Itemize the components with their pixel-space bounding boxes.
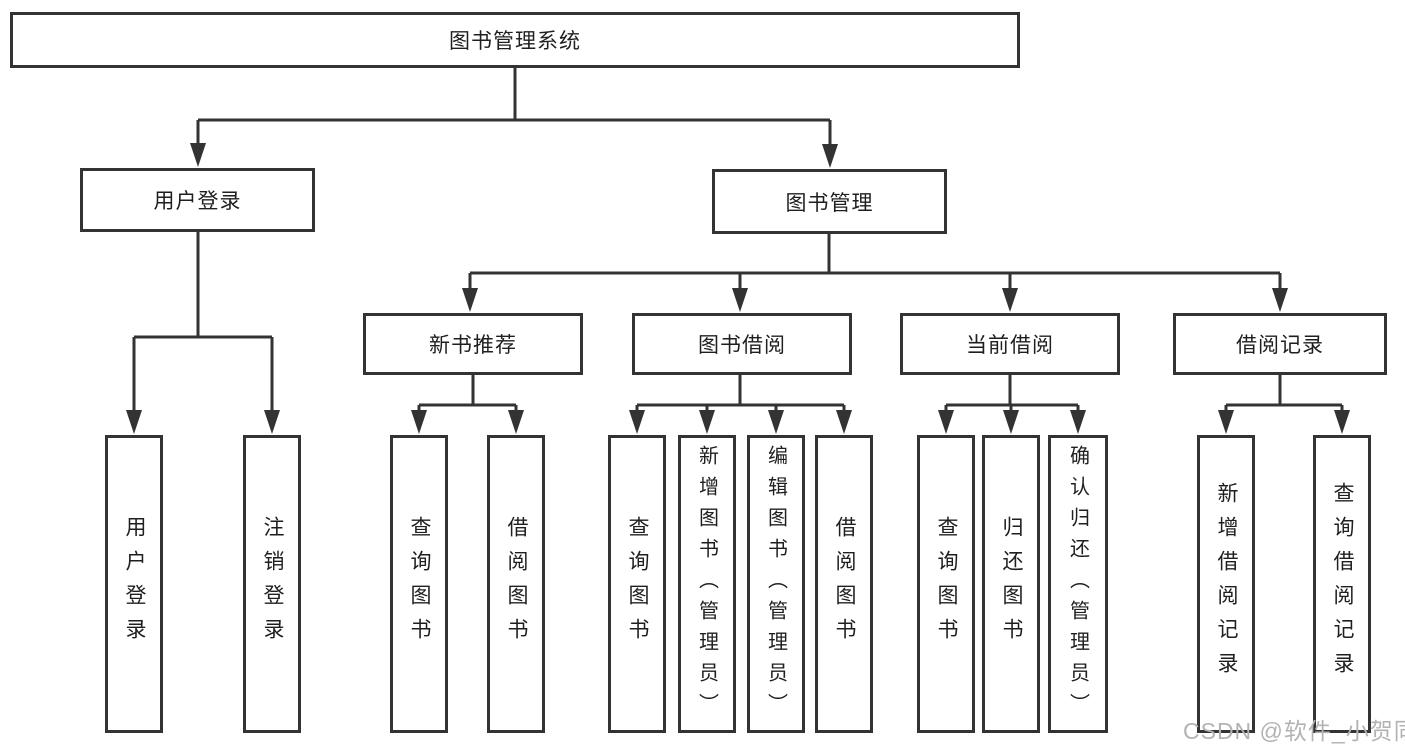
leaf-edit-books-admin: 编辑图书（管理员）: [747, 435, 805, 733]
node-book-management-label: 图书管理: [785, 191, 874, 215]
leaf-confirm-return-admin-label: 确认归还（管理员）: [1066, 444, 1089, 724]
leaf-edit-books-admin-label: 编辑图书（管理员）: [764, 444, 787, 724]
leaf-recommend-borrow-books-label: 借阅图书: [505, 516, 528, 652]
leaf-borrowing-query-books: 查询图书: [608, 435, 666, 733]
node-current-borrowing: 当前借阅: [900, 313, 1120, 375]
node-book-borrowing: 图书借阅: [632, 313, 852, 375]
leaf-recommend-query-books: 查询图书: [390, 435, 448, 733]
node-borrowing-records-label: 借阅记录: [1236, 334, 1324, 357]
leaf-query-borrow-record: 查询借阅记录: [1313, 435, 1371, 733]
leaf-return-books: 归还图书: [982, 435, 1040, 733]
leaf-borrowing-borrow-books: 借阅图书: [815, 435, 873, 733]
node-book-borrowing-label: 图书借阅: [698, 334, 786, 357]
leaf-add-borrow-record-label: 新增借阅记录: [1215, 482, 1238, 686]
node-root-label: 图书管理系统: [449, 30, 581, 53]
leaf-add-books-admin: 新增图书（管理员）: [678, 435, 736, 733]
node-root-library-system: 图书管理系统: [10, 12, 1020, 68]
leaf-current-query-books: 查询图书: [917, 435, 975, 733]
leaf-logout: 注销登录: [243, 435, 301, 733]
leaf-recommend-query-books-label: 查询图书: [408, 516, 431, 652]
node-new-book-recommend-label: 新书推荐: [429, 334, 517, 357]
node-new-book-recommend: 新书推荐: [363, 313, 583, 375]
leaf-borrowing-borrow-books-label: 借阅图书: [833, 516, 856, 652]
csdn-watermark: CSDN @软件_小贺同学: [1183, 718, 1405, 744]
leaf-add-books-admin-label: 新增图书（管理员）: [695, 444, 718, 724]
node-book-management: 图书管理: [712, 169, 947, 234]
leaf-user-login: 用户登录: [105, 435, 163, 733]
leaf-current-query-books-label: 查询图书: [935, 516, 958, 652]
leaf-confirm-return-admin: 确认归还（管理员）: [1048, 435, 1108, 733]
leaf-logout-label: 注销登录: [261, 516, 284, 652]
node-user-login: 用户登录: [80, 168, 315, 232]
leaf-user-login-label: 用户登录: [123, 516, 146, 652]
leaf-query-borrow-record-label: 查询借阅记录: [1331, 482, 1354, 686]
node-current-borrowing-label: 当前借阅: [966, 334, 1054, 357]
node-borrowing-records: 借阅记录: [1173, 313, 1387, 375]
leaf-borrowing-query-books-label: 查询图书: [626, 516, 649, 652]
leaf-add-borrow-record: 新增借阅记录: [1197, 435, 1255, 733]
node-user-login-label: 用户登录: [153, 190, 242, 213]
arrowhead-group: [126, 143, 1350, 434]
leaf-recommend-borrow-books: 借阅图书: [487, 435, 545, 733]
leaf-return-books-label: 归还图书: [1000, 516, 1023, 652]
